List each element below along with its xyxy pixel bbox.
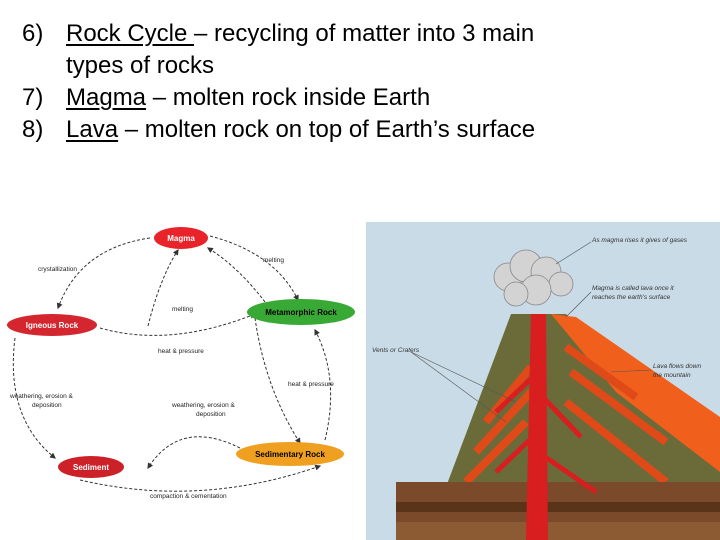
process-weathering-mid: weathering, erosion & bbox=[171, 402, 236, 409]
process-crystallization: crystallization bbox=[38, 266, 77, 273]
node-sediment-label: Sediment bbox=[73, 463, 109, 472]
process-weathering-left-2: deposition bbox=[32, 402, 62, 409]
arrow-sedimentary-to-metamorphic bbox=[314, 328, 332, 441]
definition-term: Magma bbox=[66, 84, 147, 111]
definition-text: – molten rock inside Earth bbox=[146, 84, 431, 111]
arrow-magma-to-igneous bbox=[56, 237, 151, 310]
label-lava-2: reaches the earth's surface bbox=[592, 294, 671, 301]
process-weathering-left: weathering, erosion & bbox=[9, 393, 74, 400]
node-magma: Magma bbox=[154, 227, 208, 249]
process-melting-mid: melting bbox=[172, 306, 193, 313]
node-sedimentary-rock: Sedimentary Rock bbox=[236, 442, 344, 466]
process-heat-pressure-left: heat & pressure bbox=[158, 348, 204, 355]
definition-number: 8) bbox=[22, 116, 44, 143]
definition-term: Rock Cycle bbox=[66, 20, 195, 47]
arrow-sedimentary-to-sediment bbox=[147, 436, 241, 470]
node-sedimentary-label: Sedimentary Rock bbox=[255, 450, 325, 459]
arrow-magma-to-metamorphic bbox=[209, 235, 299, 302]
label-vents: Vents or Craters bbox=[372, 347, 420, 354]
node-metamorphic-rock: Metamorphic Rock bbox=[247, 299, 355, 325]
label-lava-flows-2: the mountain bbox=[653, 372, 691, 379]
label-gases: As magma rises it gives of gases bbox=[591, 237, 688, 244]
node-igneous-rock: Igneous Rock bbox=[7, 314, 97, 336]
definition-number: 6) bbox=[22, 20, 44, 47]
node-magma-label: Magma bbox=[167, 234, 195, 243]
process-melting-top: melting bbox=[263, 257, 284, 264]
volcano-illustration: As magma rises it gives of gases Magma i… bbox=[366, 222, 720, 540]
label-lava-1: Magma is called lava once it bbox=[592, 285, 675, 292]
definition-text: – molten rock on top of Earth’s surface bbox=[118, 116, 536, 143]
rock-cycle-diagram: Magma Metamorphic Rock Igneous Rock Sedi… bbox=[7, 227, 355, 500]
definition-lava: 8) Lava – molten rock on top of Earth’s … bbox=[22, 114, 712, 146]
arrow-metamorphic-to-magma bbox=[206, 247, 269, 307]
node-igneous-label: Igneous Rock bbox=[26, 321, 79, 330]
definition-number: 7) bbox=[22, 84, 44, 111]
magma-conduit bbox=[526, 314, 548, 540]
definition-term: Lava bbox=[66, 116, 119, 143]
arrow-igneous-to-sediment bbox=[12, 337, 56, 459]
arrow-metamorphic-to-sediment bbox=[254, 317, 301, 445]
process-compaction: compaction & cementation bbox=[150, 493, 227, 500]
arrow-sediment-to-sedimentary bbox=[79, 464, 322, 492]
arrow-igneous-to-magma bbox=[147, 248, 179, 327]
label-lava-flows-1: Lava flows down bbox=[653, 363, 701, 370]
definition-text: – recycling of matter into 3 main bbox=[194, 20, 535, 47]
process-weathering-mid-2: deposition bbox=[196, 411, 226, 418]
process-heat-pressure-right: heat & pressure bbox=[288, 381, 334, 388]
definition-text-continued: types of rocks bbox=[66, 52, 215, 79]
node-sediment: Sediment bbox=[58, 456, 124, 478]
definition-rock-cycle: 6) Rock Cycle – recycling of matter into… bbox=[22, 18, 712, 82]
node-metamorphic-label: Metamorphic Rock bbox=[265, 308, 337, 317]
gas-cloud bbox=[493, 249, 574, 307]
arrow-igneous-to-metamorphic bbox=[99, 312, 257, 336]
definitions-list: 6) Rock Cycle – recycling of matter into… bbox=[22, 18, 712, 146]
definition-magma: 7) Magma – molten rock inside Earth bbox=[22, 82, 712, 114]
